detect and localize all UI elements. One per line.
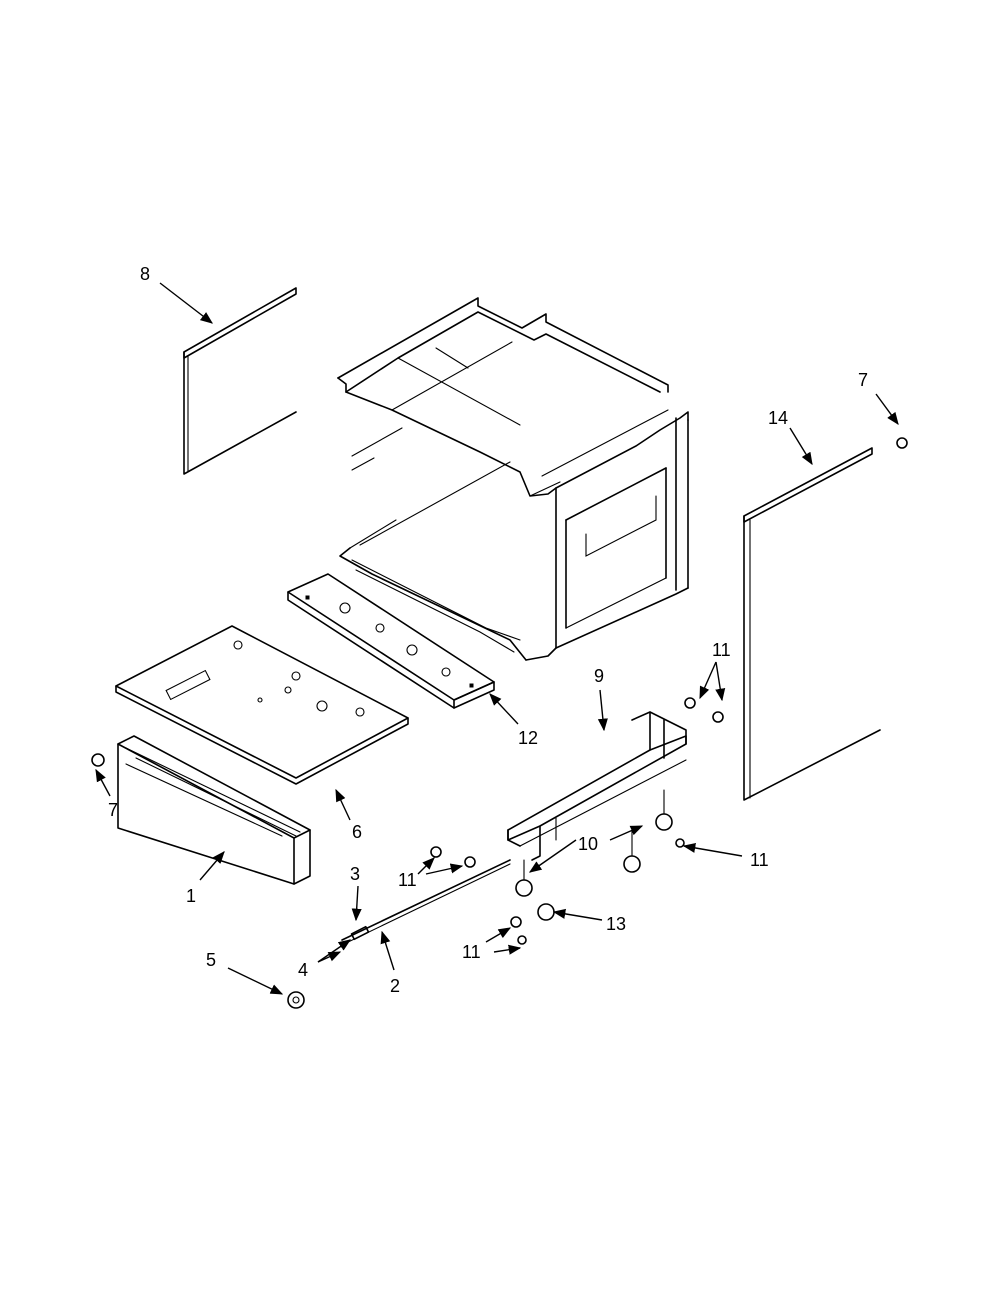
- part-6-bottom-panel: [115, 625, 409, 785]
- part-14-side-panel-right: [743, 447, 881, 801]
- callout-labels: 8 7 14 11 9 12 7 6 10 11 11 1 3 13 5 4 2…: [108, 264, 868, 996]
- callout-3: 3: [350, 864, 360, 884]
- callout-11: 11: [462, 942, 481, 962]
- callout-8: 8: [140, 264, 150, 284]
- callout-9: 9: [594, 666, 604, 686]
- hardware-parts: [91, 437, 908, 1009]
- range-main-body: [337, 297, 689, 661]
- part-2-rod: [341, 859, 511, 945]
- callout-6: 6: [352, 822, 362, 842]
- part-12-front-rail: [287, 573, 495, 709]
- callout-1: 1: [186, 886, 196, 906]
- callout-11: 11: [712, 640, 731, 660]
- leader-lines: [95, 282, 899, 995]
- callout-12: 12: [518, 728, 538, 748]
- callout-7: 7: [108, 800, 118, 820]
- callout-11: 11: [398, 870, 417, 890]
- callout-10: 10: [578, 834, 598, 854]
- callout-13: 13: [606, 914, 626, 934]
- callout-2: 2: [390, 976, 400, 996]
- part-8-side-panel-left: [183, 287, 297, 475]
- part-13-casters: [515, 789, 673, 921]
- callout-11: 11: [750, 850, 769, 870]
- callout-14: 14: [768, 408, 788, 428]
- callout-4: 4: [298, 960, 308, 980]
- callout-5: 5: [206, 950, 216, 970]
- part-1-kick-panel: [117, 735, 311, 885]
- part-9-base-frame: [507, 711, 687, 861]
- callout-7: 7: [858, 370, 868, 390]
